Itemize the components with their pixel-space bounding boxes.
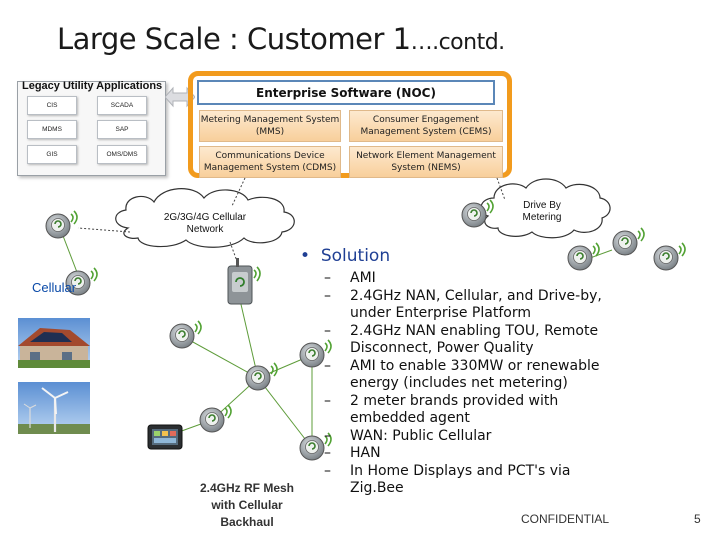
cellular-label: Cellular bbox=[32, 280, 77, 295]
solution-item: –AMI bbox=[324, 270, 376, 286]
cellular-gateway-icon bbox=[227, 258, 261, 305]
legacy-cell-sap: SAP bbox=[97, 120, 147, 139]
wind-turbine-photo bbox=[18, 382, 90, 434]
rf-mesh-label: 2.4GHz RF Mesh with Cellular Backhaul bbox=[199, 481, 295, 529]
solution-item: –AMI to enable 330MW or renewable energy… bbox=[324, 357, 600, 392]
title-suffix: ….contd. bbox=[410, 30, 506, 55]
house-solar-photo bbox=[18, 318, 90, 368]
solution-heading: • Solution bbox=[300, 246, 390, 266]
legacy-cell-mdms: MDMS bbox=[27, 120, 77, 139]
solution-item: –WAN: Public Cellular bbox=[324, 427, 492, 444]
solution-item: –HAN bbox=[324, 445, 381, 461]
drive-by-metering-cloud bbox=[480, 178, 611, 239]
drive-by-metering-label: Drive By Metering bbox=[522, 200, 562, 223]
cellular-network-cloud bbox=[115, 188, 295, 248]
title-main: Large Scale : Customer 1 bbox=[57, 22, 411, 56]
solution-list: –AMI –2.4GHz NAN, Cellular, and Drive-by… bbox=[324, 270, 624, 498]
enterprise-cell-mms: Metering Management System (MMS) bbox=[199, 110, 341, 142]
solution-bullet: • bbox=[300, 246, 311, 266]
solution-heading-text: Solution bbox=[320, 246, 391, 266]
cellular-network-label: 2G/3G/4G Cellular Network bbox=[163, 212, 247, 235]
solution-item: –2.4GHz NAN, Cellular, and Drive-by, und… bbox=[324, 287, 602, 322]
meter-icon bbox=[45, 210, 78, 239]
enterprise-cell-cems: Consumer Engagement Management System (C… bbox=[349, 110, 503, 142]
legacy-title: Legacy Utility Applications bbox=[22, 80, 163, 92]
page-title: Large Scale : Customer 1….contd. bbox=[57, 22, 505, 56]
meter-icon bbox=[612, 227, 645, 256]
legacy-cell-scada: SCADA bbox=[97, 96, 147, 115]
meter-icon bbox=[199, 404, 232, 433]
legacy-applications-panel: Legacy Utility Applications CIS SCADA MD… bbox=[17, 80, 166, 176]
meter-icon bbox=[245, 362, 278, 391]
solution-item: –In Home Displays and PCT's via Zig.Bee bbox=[324, 462, 571, 497]
legacy-cell-cis: CIS bbox=[27, 96, 77, 115]
double-arrow-icon bbox=[165, 86, 195, 108]
enterprise-title: Enterprise Software (NOC) bbox=[197, 80, 495, 105]
page-number: 5 bbox=[694, 512, 701, 526]
legacy-cell-oms-dms: OMS/DMS bbox=[97, 145, 147, 164]
in-home-display-icon bbox=[147, 424, 183, 450]
enterprise-cell-nems: Network Element Management System (NEMS) bbox=[349, 146, 503, 178]
confidential-label: CONFIDENTIAL bbox=[521, 512, 610, 526]
legacy-cell-gis: GIS bbox=[27, 145, 77, 164]
solution-item: –2 meter brands provided with embedded a… bbox=[324, 392, 559, 427]
meter-icon bbox=[653, 242, 686, 271]
enterprise-cell-cdms: Communications Device Management System … bbox=[199, 146, 341, 178]
solution-item: –2.4GHz NAN enabling TOU, Remote Disconn… bbox=[324, 322, 599, 357]
